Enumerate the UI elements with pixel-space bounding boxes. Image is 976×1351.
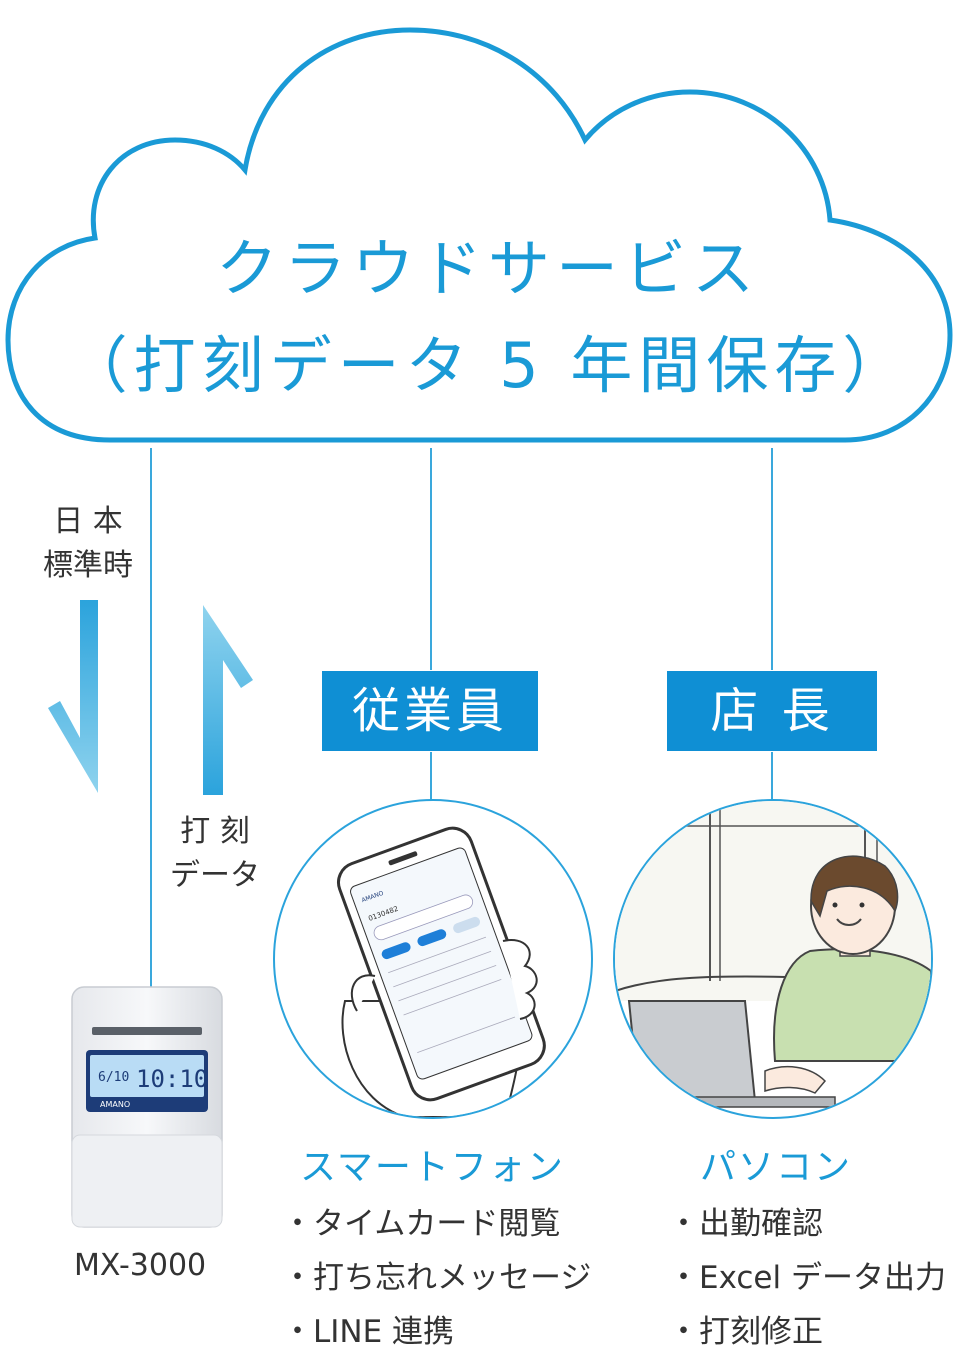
smartphone-feature-2: ・打ち忘れメッセージ: [282, 1260, 592, 1296]
up-arrow-icon: [203, 605, 253, 795]
manager-role-box: 店 長: [667, 671, 877, 751]
pc-feature-1: ・出勤確認: [668, 1206, 823, 1242]
pc-illustration: [613, 799, 933, 1119]
employee-to-phone-line: [430, 752, 432, 802]
time-clock-device-image: 6/10 10:10 AMANO: [71, 986, 223, 1228]
standard-time-label-line2: 標準時: [43, 548, 133, 583]
manager-connector-line: [771, 448, 773, 670]
cloud-shape: [5, 27, 953, 443]
punch-data-label: 打 刻 データ: [155, 810, 275, 898]
smartphone-feature-3: ・LINE 連携: [282, 1314, 455, 1350]
standard-time-label-line1: 日 本: [53, 504, 123, 539]
standard-time-label: 日 本 標準時: [28, 500, 148, 588]
device-screen-date: 6/10: [98, 1070, 129, 1085]
pc-feature-2: ・Excel データ出力: [668, 1260, 946, 1296]
smartphone-feature-1: ・タイムカード閲覧: [282, 1206, 561, 1242]
device-brand: AMANO: [100, 1100, 130, 1109]
device-model-label: MX-3000: [74, 1248, 207, 1283]
cloud-title: クラウドサービス: [215, 232, 760, 305]
manager-to-pc-line: [771, 752, 773, 802]
punch-data-label-line2: データ: [170, 858, 260, 893]
device-screen-time: 10:10: [136, 1065, 208, 1093]
pc-feature-3: ・打刻修正: [668, 1314, 823, 1350]
smartphone-title: スマートフォン: [300, 1147, 565, 1188]
cloud-subtitle: （打刻データ 5 年間保存）: [65, 329, 911, 402]
smartphone-hand-image: AMANO 0130482: [337, 826, 546, 1117]
employee-role-box: 従業員: [322, 671, 538, 751]
punch-data-label-line1: 打 刻: [180, 814, 250, 849]
pc-title: パソコン: [700, 1147, 853, 1188]
smartphone-illustration: AMANO 0130482: [273, 799, 593, 1119]
device-connector-line: [150, 448, 152, 988]
person-with-laptop-image: [615, 801, 931, 1108]
employee-connector-line: [430, 448, 432, 670]
down-arrow-icon: [48, 600, 98, 793]
